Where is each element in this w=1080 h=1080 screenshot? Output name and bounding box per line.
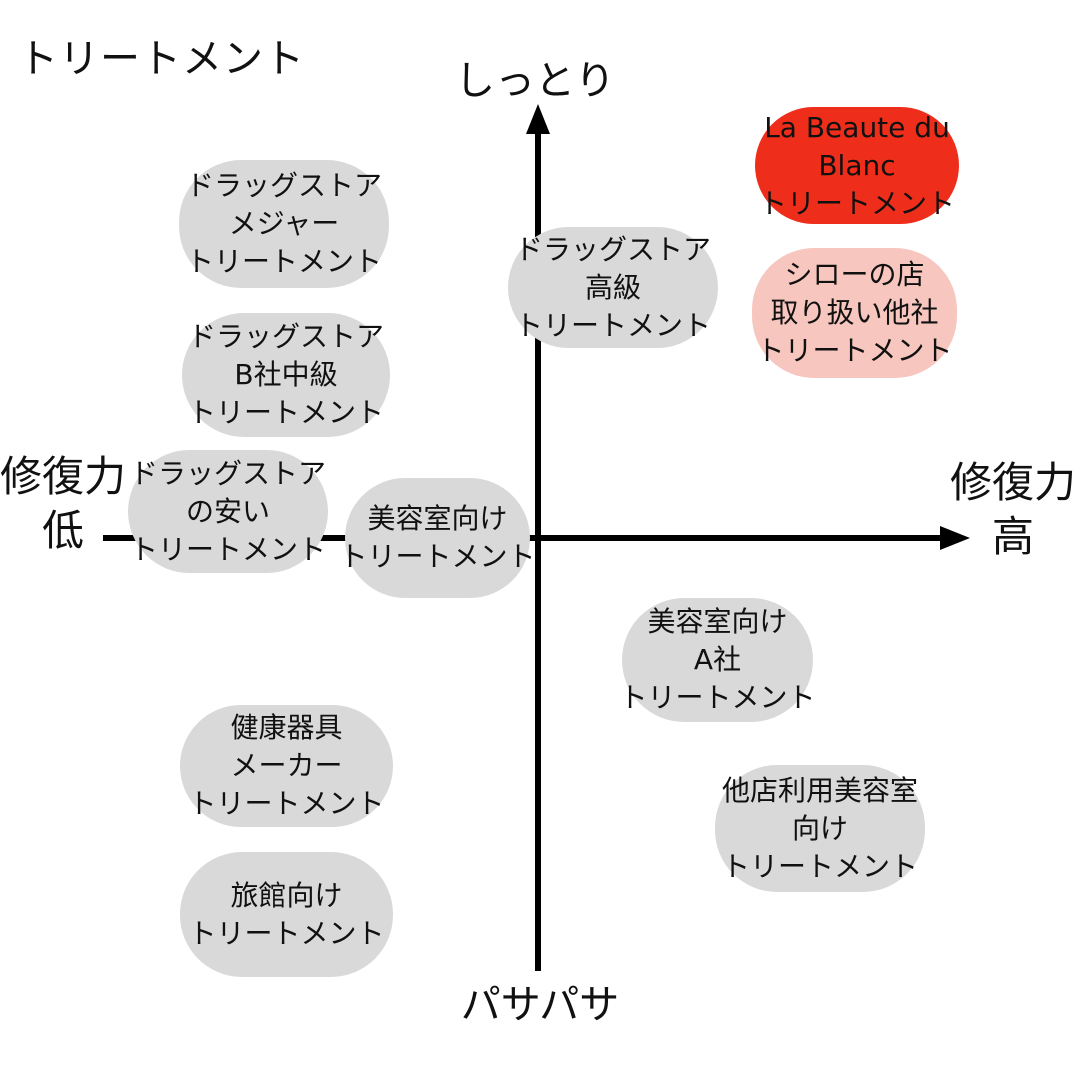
bubble-line: トリートメント	[185, 245, 382, 278]
bubble-line: 向け	[791, 811, 848, 845]
bubble-line: ドラッグストア	[514, 232, 711, 266]
bubble-line: B社中級	[234, 358, 338, 391]
bubble-line: 健康器具	[230, 711, 343, 744]
arrow-right-icon	[940, 526, 970, 550]
bubble-salon: 美容室向け トリートメント	[340, 478, 536, 598]
bubble-line: トリートメント	[514, 308, 711, 342]
bubble-line: の安い	[185, 494, 270, 528]
bubble-line: トリートメント	[129, 532, 326, 566]
bubble-health-equipment: 健康器具 メーカー トリートメント	[180, 705, 393, 827]
page-title: トリートメント	[18, 36, 305, 82]
bubble-line: ドラッグストア	[187, 320, 384, 353]
bubble-line: ドラッグストア	[129, 456, 326, 490]
bubble-line: 他店利用美容室	[721, 773, 918, 807]
axis-label-left: 修復力 低	[0, 450, 126, 558]
bubble-drugstore-b-mid: ドラッグストア B社中級 トリートメント	[182, 313, 390, 437]
axis-label-right-line1: 修復力	[949, 458, 1076, 507]
bubble-line: トリートメント	[721, 849, 918, 883]
bubble-other-store-salon: 他店利用美容室 向け トリートメント	[715, 765, 925, 892]
bubble-line: トリートメント	[339, 540, 536, 573]
bubble-line: トリートメント	[758, 186, 955, 220]
bubble-line: トリートメント	[188, 916, 385, 950]
arrow-up-icon	[526, 104, 550, 134]
bubble-line: トリートメント	[188, 787, 385, 820]
bubble-la-beaute-du-blanc: La Beaute du Blanc トリートメント	[755, 107, 959, 224]
axis-label-right: 修復力 高	[948, 456, 1078, 564]
bubble-line: Blanc	[818, 148, 896, 182]
axis-label-left-line2: 低	[41, 506, 84, 555]
bubble-line: 美容室向け	[367, 502, 508, 535]
bubble-line: La Beaute du	[764, 110, 950, 144]
bubble-line: メジャー	[228, 207, 340, 240]
bubble-line: トリートメント	[187, 396, 384, 429]
bubble-drugstore-major: ドラッグストア メジャー トリートメント	[179, 160, 389, 288]
bubble-line: シローの店	[784, 258, 925, 291]
bubble-ryokan: 旅館向け トリートメント	[180, 852, 393, 977]
bubble-line: ドラッグストア	[185, 169, 382, 202]
bubble-line: A社	[693, 643, 742, 676]
bubble-drugstore-premium: ドラッグストア 高級 トリートメント	[508, 227, 718, 348]
axis-label-left-line1: 修復力	[0, 452, 127, 501]
bubble-shiro-shop-other: シローの店 取り扱い他社 トリートメント	[752, 248, 957, 378]
axis-label-bottom: パサパサ	[460, 982, 620, 1028]
bubble-line: トリートメント	[756, 334, 953, 367]
bubble-line: 取り扱い他社	[770, 296, 939, 329]
bubble-line: トリートメント	[619, 681, 816, 714]
axis-label-right-line2: 高	[991, 512, 1034, 561]
axis-label-top: しっとり	[455, 58, 615, 104]
bubble-line: 美容室向け	[647, 605, 788, 638]
bubble-salon-a: 美容室向け A社 トリートメント	[619, 598, 816, 722]
bubble-line: 旅館向け	[230, 878, 343, 912]
bubble-line: 高級	[584, 270, 641, 304]
bubble-drugstore-cheap: ドラッグストア の安い トリートメント	[128, 450, 328, 573]
bubble-line: メーカー	[230, 749, 343, 782]
